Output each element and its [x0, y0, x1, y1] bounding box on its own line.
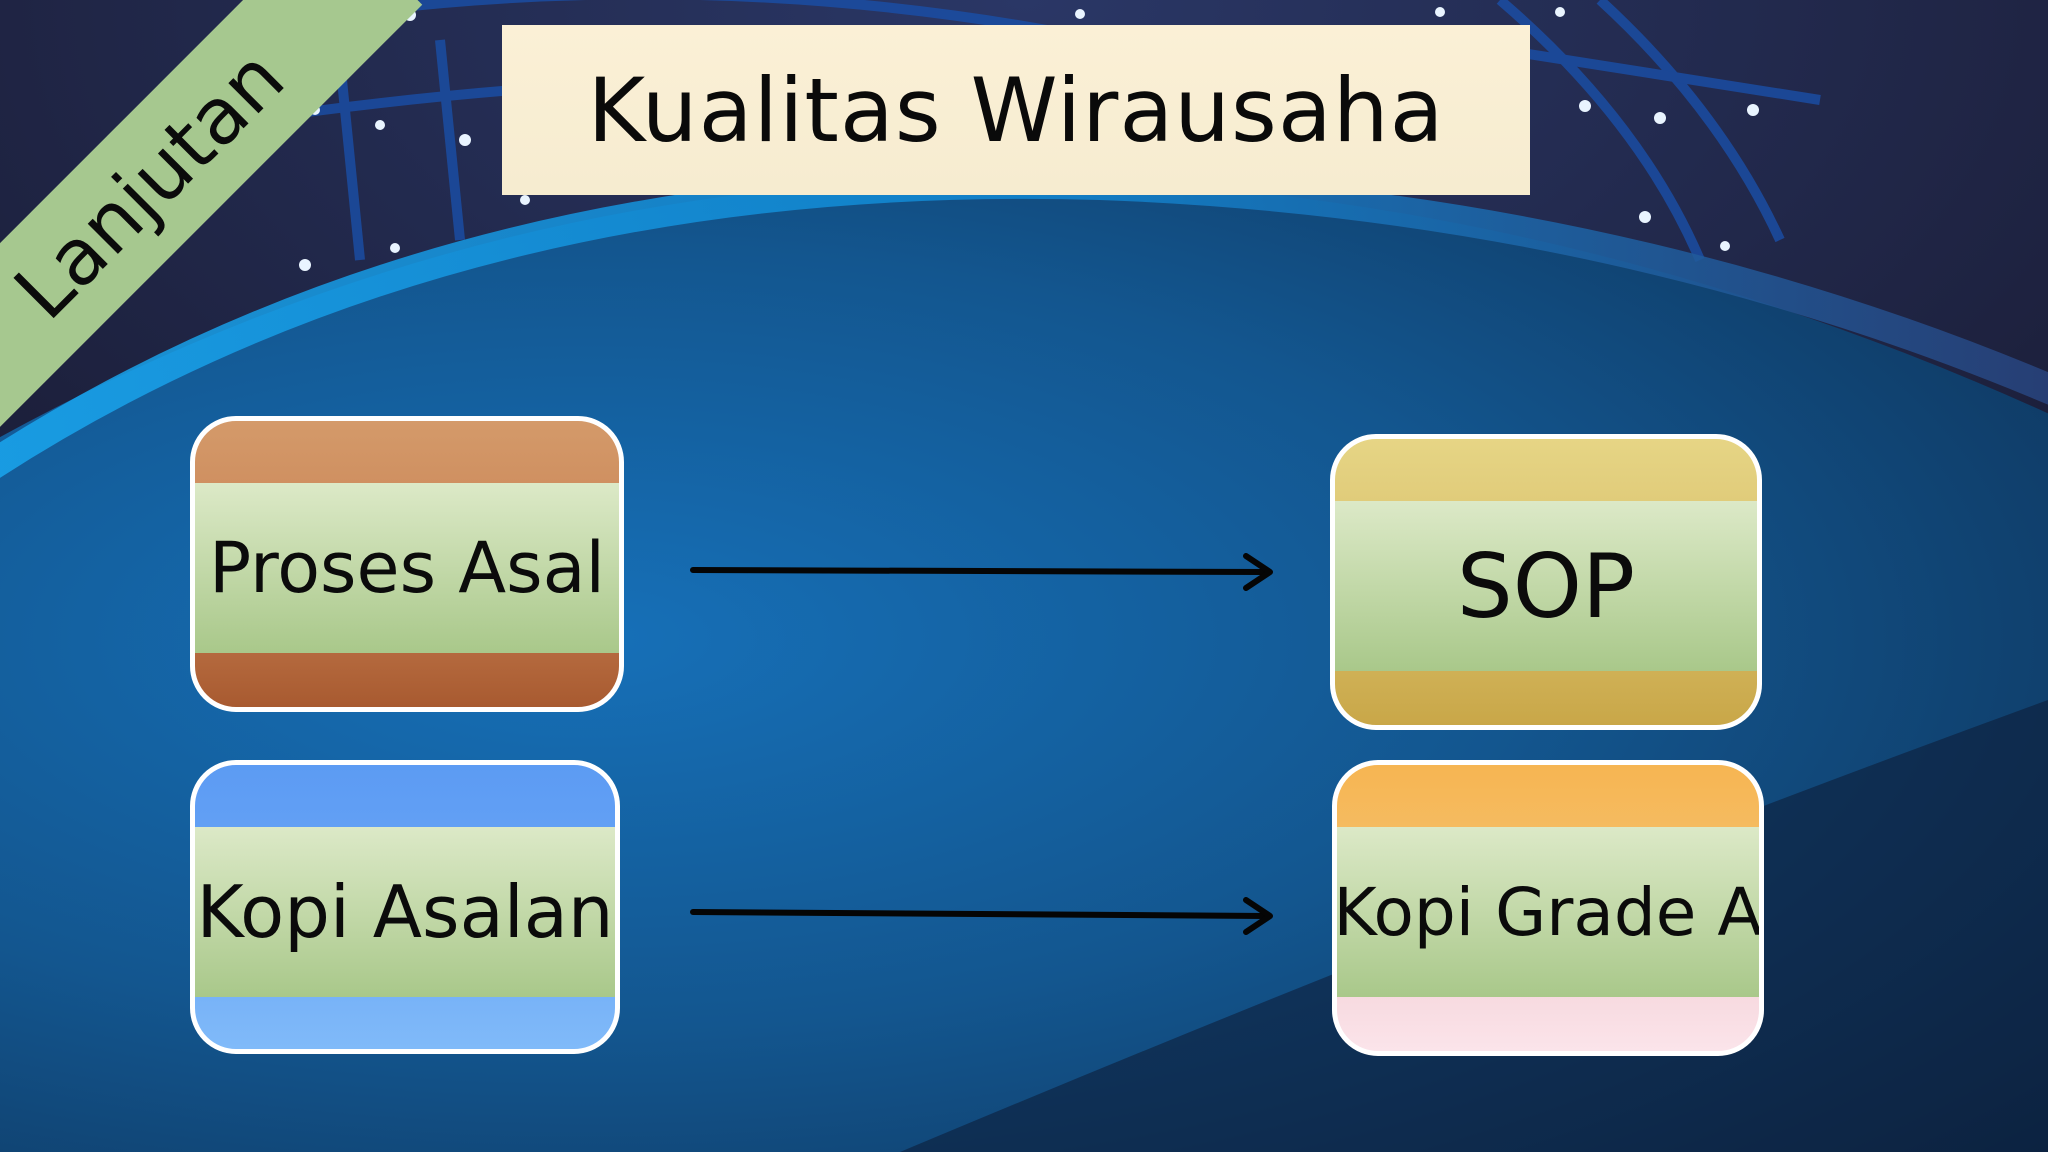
node-band: SOP: [1335, 501, 1757, 671]
slide-title: Kualitas Wirausaha: [587, 58, 1445, 162]
edge-kopi-asalan-to-kopi-grade-a: [690, 897, 1273, 935]
node-kopi-asalan: Kopi Asalan: [190, 760, 620, 1054]
node-label: SOP: [1456, 534, 1636, 638]
node-proses-asal: Proses Asal: [190, 416, 624, 712]
node-sop: SOP: [1330, 434, 1762, 730]
node-kopi-grade-a: Kopi Grade A: [1332, 760, 1764, 1056]
title-box: Kualitas Wirausaha: [502, 25, 1530, 195]
edge-proses-asal-to-sop: [690, 553, 1273, 591]
node-label: Kopi Asalan: [196, 870, 614, 954]
node-band: Kopi Asalan: [195, 827, 615, 997]
node-label: Proses Asal: [208, 527, 605, 609]
node-band: Kopi Grade A: [1337, 827, 1759, 997]
node-band: Proses Asal: [195, 483, 619, 653]
node-label: Kopi Grade A: [1333, 873, 1763, 951]
